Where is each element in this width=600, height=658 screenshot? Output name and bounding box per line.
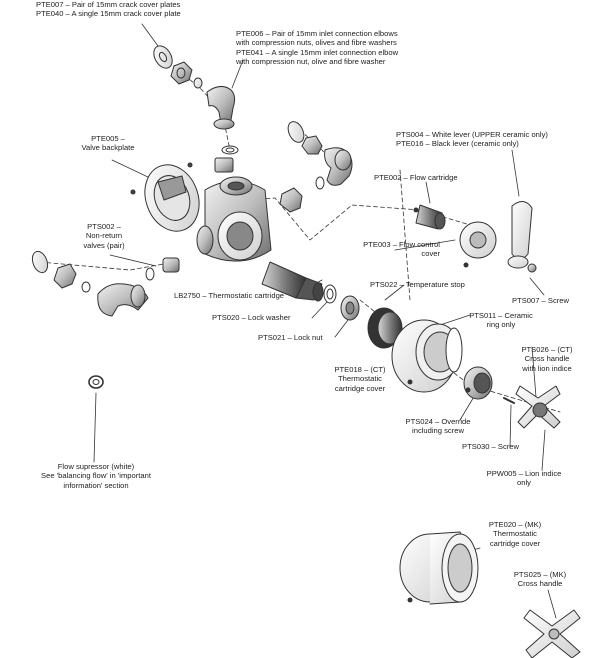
olive-top: [193, 77, 203, 89]
flow-cartridge: [413, 204, 446, 230]
body-side-nut: [279, 187, 303, 213]
crack-cover-plate-right: [287, 121, 305, 143]
flow-control-cover: [459, 221, 497, 268]
label-pte005: PTE005 – Valve backplate: [81, 134, 135, 153]
inlet-elbow-top: [206, 86, 236, 130]
label-pts002: PTS002 – Non-return valves (pair): [83, 222, 125, 250]
compression-nut-top: [170, 61, 193, 85]
fibre-washer-right: [315, 176, 325, 190]
cross-handle-ct: [515, 385, 561, 429]
lock-nut: [340, 295, 360, 321]
leader-lines: [93, 23, 557, 619]
label-pts020: PTS020 – Lock washer: [212, 313, 291, 322]
label-pts011: PTS011 – Ceramic ring only: [469, 311, 533, 330]
crack-cover-plate-top: [153, 45, 173, 69]
crack-cover-plate-left: [31, 250, 49, 274]
label-pte003: PTE003 – Flow control cover: [363, 240, 440, 259]
temperature-stop: [367, 307, 403, 349]
valve-backplate: [130, 162, 200, 232]
label-lb2750: LB2750 – Thermostatic cartridge: [174, 291, 285, 300]
compression-nut-left: [53, 263, 77, 289]
lock-washer: [323, 284, 337, 304]
non-return-valve: [145, 257, 180, 281]
label-pts022: PTS022 – Temperature stop: [370, 280, 465, 289]
compression-nut-right: [301, 135, 323, 155]
label-pte006-pte041: PTE006 – Pair of 15mm inlet connection e…: [236, 29, 399, 67]
cartridge-cover-mk: [399, 531, 479, 605]
label-pte020: PTE020 – (MK) Thermostatic cartridge cov…: [488, 520, 542, 548]
ceramic-ring: [445, 327, 463, 373]
label-pts026: PTS026 – (CT) Cross handle with lion ind…: [521, 345, 573, 373]
inlet-elbow-right: [324, 147, 353, 186]
fibre-washer-top: [221, 145, 239, 155]
label-pte007-pte040: PTE007 – Pair of 15mm crack cover plates…: [36, 0, 181, 19]
label-pte002: PTE002 – Flow cartridge: [374, 173, 458, 182]
label-flow-supressor: Flow supressor (white) See 'balancing fl…: [41, 462, 151, 490]
valve-body: [196, 157, 272, 262]
thermostatic-cartridge: [261, 261, 324, 302]
inlet-elbow-left: [97, 283, 149, 317]
olive-left: [81, 281, 91, 293]
flow-supressor: [88, 375, 104, 389]
screw-small: [503, 397, 515, 404]
lever: [507, 201, 537, 273]
label-pts030: PTS030 – Screw: [462, 442, 519, 451]
label-pts004-pte016: PTS004 – White lever (UPPER ceramic only…: [396, 130, 548, 149]
cross-handle-mk: [523, 609, 581, 658]
override: [463, 366, 493, 400]
label-pts025: PTS025 – (MK) Cross handle: [513, 570, 567, 589]
label-pts024: PTS024 – Override including screw: [405, 417, 471, 436]
label-pts021: PTS021 – Lock nut: [258, 333, 323, 342]
label-pts007: PTS007 – Screw: [512, 296, 569, 305]
label-ppw005: PPW005 – Lion indice only: [486, 469, 562, 488]
label-pte018: PTE018 – (CT) Thermostatic cartridge cov…: [334, 365, 386, 393]
